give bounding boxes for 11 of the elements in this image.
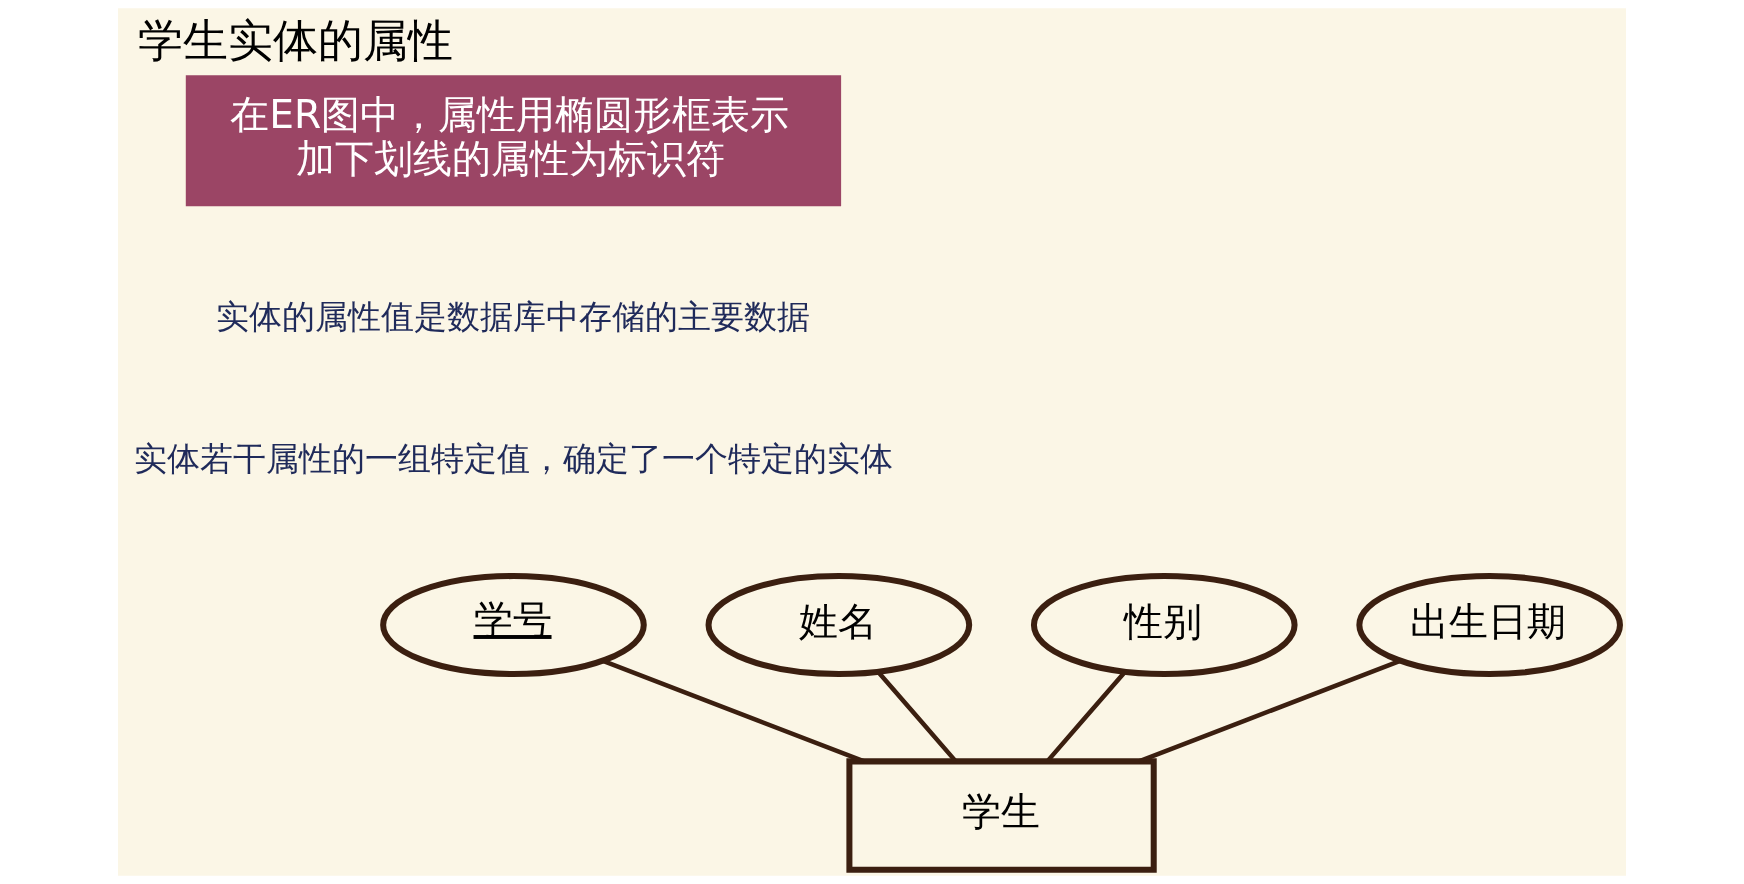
connector	[602, 658, 865, 764]
node-ellipse: 姓名	[705, 573, 973, 677]
node-ellipse: 性别	[1030, 573, 1298, 677]
connector	[1138, 658, 1401, 764]
label: 实体若干属性的一组特定值，确定了一个特定的实体	[133, 439, 893, 479]
label: 实体的属性值是数据库中存储的主要数据	[216, 297, 811, 337]
node-box: 学生	[846, 758, 1157, 873]
node-ellipse: 出生日期	[1356, 573, 1623, 677]
node-ellipse: 学号	[380, 573, 647, 677]
node-box: 在ER图中，属性用椭圆形框表示 加下划线的属性为标识符	[185, 75, 842, 207]
diagram-title: 学生实体的属性	[137, 14, 453, 68]
